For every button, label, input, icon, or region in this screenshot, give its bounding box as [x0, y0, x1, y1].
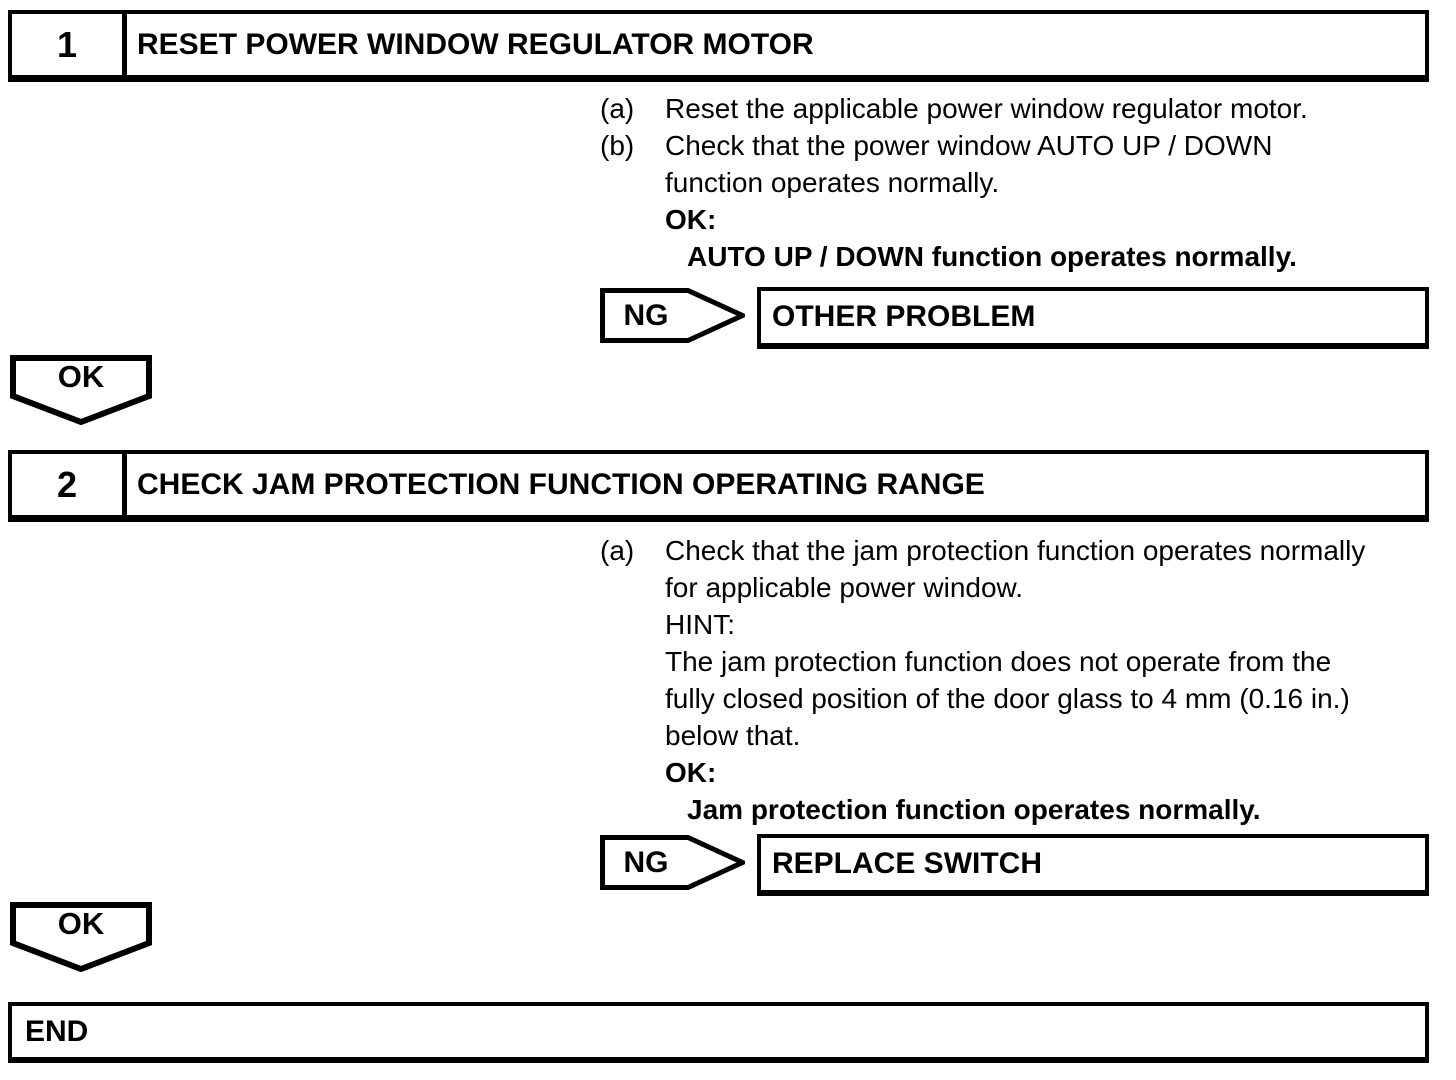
- step1-item-a-text: Reset the applicable power window regula…: [665, 93, 1308, 124]
- step2-ok-arrow-label: OK: [57, 906, 105, 941]
- ng-arrow-right-icon: [600, 288, 745, 343]
- ok-arrow-down-icon: [10, 902, 152, 972]
- step2-header: 2 CHECK JAM PROTECTION FUNCTION OPERATIN…: [8, 450, 1429, 522]
- step1-item-a-marker: (a): [600, 93, 635, 124]
- step2-ng-result-box: REPLACE SWITCH: [757, 834, 1429, 896]
- step2-ok-label: OK:: [665, 757, 717, 788]
- step1-body: (a) Reset the applicable power window re…: [600, 90, 1446, 275]
- step2-item-a-marker: (a): [600, 535, 635, 566]
- step2-ng-label: NG: [623, 845, 669, 879]
- step2-hint-text: The jam protection function does not ope…: [665, 646, 1350, 751]
- step2-body: (a) Check that the jam protection functi…: [600, 532, 1446, 828]
- step1-item-b-text: Check that the power window AUTO UP / DO…: [665, 130, 1273, 198]
- step1-ok-condition: AUTO UP / DOWN function operates normall…: [687, 241, 1297, 272]
- step1-title: RESET POWER WINDOW REGULATOR MOTOR: [137, 27, 814, 61]
- step2-item-a: (a) Check that the jam protection functi…: [600, 532, 1446, 828]
- end-box: END: [8, 1002, 1429, 1063]
- ng-arrow-right-icon: [600, 835, 745, 890]
- step1-item-a: (a) Reset the applicable power window re…: [600, 90, 1446, 127]
- step1-header: 1 RESET POWER WINDOW REGULATOR MOTOR: [8, 10, 1429, 82]
- step2-item-a-text: Check that the jam protection function o…: [665, 535, 1366, 603]
- step1-ng-label: NG: [623, 298, 669, 332]
- step2-ng-arrow: NG: [600, 835, 745, 890]
- step2-number: 2: [12, 454, 127, 515]
- ok-arrow-down-icon: [10, 355, 152, 425]
- step1-number: 1: [12, 14, 127, 75]
- step1-ok-arrow-label: OK: [57, 359, 105, 394]
- step2-hint-label: HINT:: [665, 609, 735, 640]
- step1-ok-label: OK:: [665, 204, 717, 235]
- step1-ok-arrow: OK: [10, 355, 152, 425]
- step2-ok-condition: Jam protection function operates normall…: [687, 794, 1261, 825]
- step1-item-b-marker: (b): [600, 130, 635, 161]
- step2-ok-arrow: OK: [10, 902, 152, 972]
- step1-ng-result-box: OTHER PROBLEM: [757, 287, 1429, 349]
- step1-item-b: (b) Check that the power window AUTO UP …: [600, 127, 1446, 275]
- step1-ng-arrow: NG: [600, 288, 745, 343]
- step2-title: CHECK JAM PROTECTION FUNCTION OPERATING …: [137, 467, 985, 501]
